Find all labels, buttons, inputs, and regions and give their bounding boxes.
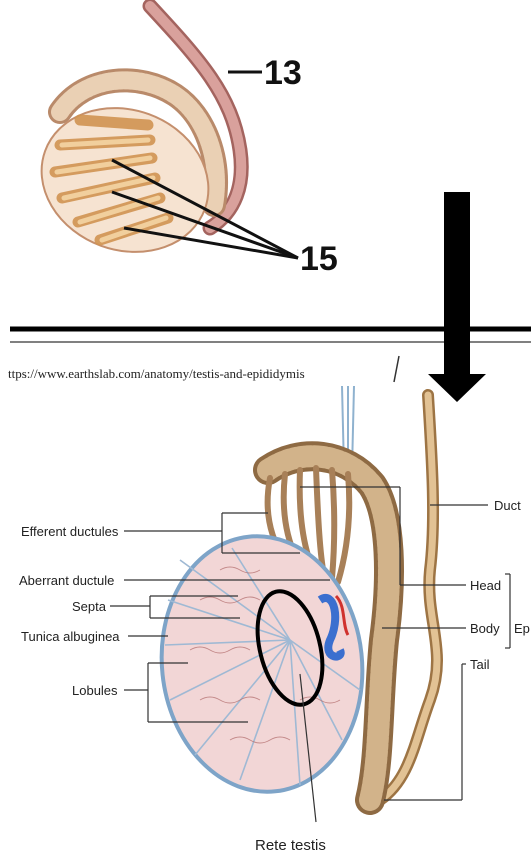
label-body: Body xyxy=(470,622,500,635)
label-ductus: Duct xyxy=(494,499,521,512)
callout-number-13: 13 xyxy=(264,56,302,90)
label-lobules: Lobules xyxy=(72,684,118,697)
top-testis-illustration xyxy=(21,6,298,275)
down-arrow-icon xyxy=(428,192,486,402)
callout-number-15: 15 xyxy=(300,242,338,276)
label-head: Head xyxy=(470,579,501,592)
label-septa: Septa xyxy=(72,600,106,613)
source-url: ttps://www.earthslab.com/anatomy/testis-… xyxy=(8,366,305,382)
label-tail: Tail xyxy=(470,658,490,671)
bottom-testis-illustration xyxy=(149,386,437,802)
label-epididymis: Ep xyxy=(514,622,530,635)
label-aberrant-ductule: Aberrant ductule xyxy=(19,574,114,587)
label-efferent-ductules: Efferent ductules xyxy=(21,525,118,538)
label-rete-testis: Rete testis xyxy=(255,838,326,853)
label-tunica-albuginea: Tunica albuginea xyxy=(21,630,120,643)
